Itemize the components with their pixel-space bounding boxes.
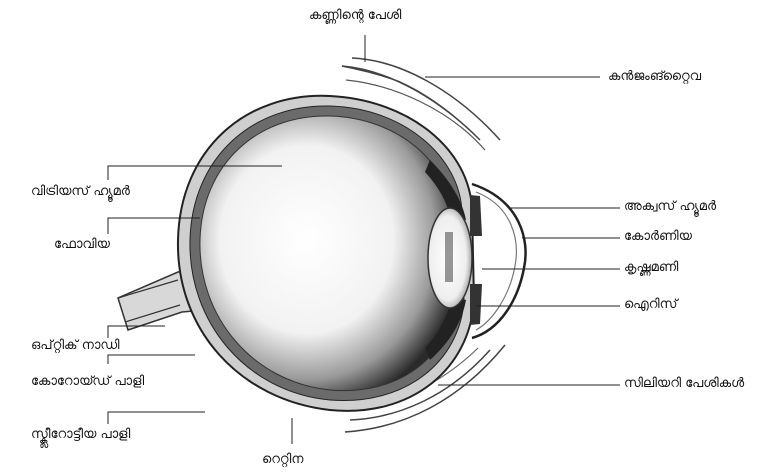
label-vitreous-humour: വിട്രിയസ് ഹ്യൂമർ [31,184,130,200]
label-iris: ഐറിസ് [624,297,677,313]
label-choroid: കോറോയ്ഡ് പാളി [31,374,144,390]
label-retina: റെറ്റിന [262,452,303,468]
label-sclera: സ്ക്ലീറോട്ടീയ പാളി [31,427,130,443]
label-fovea: ഫോവിയ [54,237,110,253]
iris-upper [470,195,482,236]
label-ciliary-muscles: സിലിയറി പേശികൾ [624,376,744,392]
label-cornea: കോർണിയ [624,229,692,245]
cornea-inner [476,192,516,330]
label-conjunctiva: കൻജംങ്റ്റൈവ [608,69,701,85]
iris-lower [470,284,482,325]
label-pupil: കൃഷ്ണമണി [624,260,678,276]
label-optic-nerve: ഒപ്റ്റിക് നാഡി [31,338,119,354]
label-aqueous-humour: അക്വസ് ഹ്യൂമർ [624,199,716,215]
label-eye-muscle: കണ്ണിന്റെ പേശി [309,8,401,24]
lens-nucleus [445,232,453,282]
